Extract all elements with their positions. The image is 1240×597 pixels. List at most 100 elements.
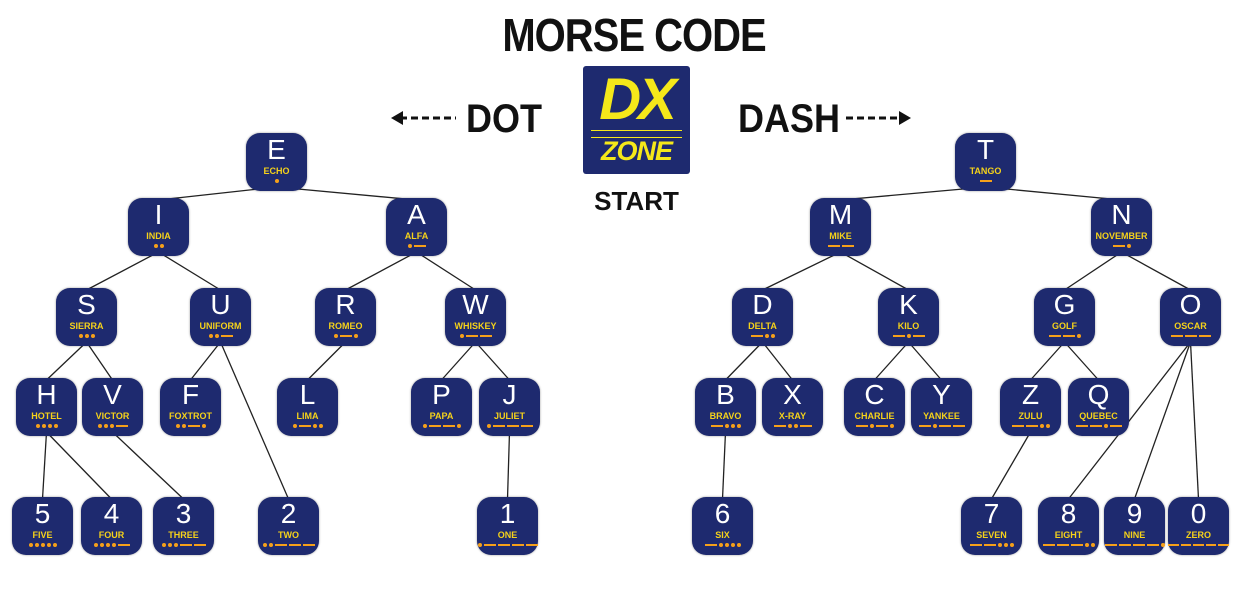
edge-R-L bbox=[307, 341, 346, 381]
morse-dot-icon bbox=[1003, 543, 1008, 547]
morse-dot-icon bbox=[268, 543, 273, 547]
edge-G-Q bbox=[1064, 341, 1099, 381]
edge-K-C bbox=[874, 341, 909, 381]
morse-dot-icon bbox=[41, 424, 46, 428]
node-word: ROMEO bbox=[328, 321, 363, 331]
morse-code-symbols bbox=[12, 542, 73, 548]
morse-dot-icon bbox=[35, 424, 40, 428]
node-letter: Q bbox=[1087, 379, 1110, 410]
morse-dot-icon bbox=[173, 543, 178, 547]
node-word: ZERO bbox=[1185, 530, 1211, 540]
morse-dash-icon bbox=[1193, 544, 1204, 546]
node-letter: 9 bbox=[1126, 498, 1143, 529]
morse-dot-icon bbox=[718, 543, 723, 547]
morse-dot-icon bbox=[997, 543, 1002, 547]
morse-code-symbols bbox=[955, 178, 1016, 184]
morse-code-symbols bbox=[160, 423, 221, 429]
node-letter: Z bbox=[1021, 379, 1040, 410]
morse-dash-icon bbox=[1168, 544, 1179, 546]
morse-dash-icon bbox=[1198, 335, 1211, 337]
node-letter: V bbox=[103, 379, 122, 410]
morse-dash-icon bbox=[179, 544, 192, 546]
morse-code-symbols bbox=[128, 243, 189, 249]
edge-K-Y bbox=[908, 341, 942, 381]
morse-code-symbols bbox=[277, 423, 338, 429]
morse-dot-icon bbox=[318, 424, 323, 428]
morse-dash-icon bbox=[1132, 544, 1145, 546]
morse-dot-icon bbox=[99, 543, 104, 547]
morse-dash-icon bbox=[413, 245, 426, 247]
node-letter: R bbox=[335, 289, 356, 320]
morse-dot-icon bbox=[787, 424, 792, 428]
morse-dot-icon bbox=[906, 334, 911, 338]
edge-A-W bbox=[416, 251, 476, 291]
morse-dot-icon bbox=[869, 424, 874, 428]
morse-dash-icon bbox=[799, 425, 812, 427]
node-letter: L bbox=[299, 379, 316, 410]
morse-dot-icon bbox=[730, 543, 735, 547]
morse-dash-icon bbox=[750, 335, 763, 337]
node-letter: S bbox=[77, 289, 96, 320]
morse-dot-icon bbox=[486, 424, 491, 428]
morse-code-symbols bbox=[56, 333, 117, 339]
morse-code-symbols bbox=[246, 178, 307, 184]
morse-dot-icon bbox=[477, 543, 482, 547]
morse-dash-icon bbox=[274, 544, 287, 546]
node-letter: H bbox=[36, 379, 57, 410]
node-word: WHISKEY bbox=[454, 321, 497, 331]
node-letter: Y bbox=[932, 379, 951, 410]
morse-code-symbols bbox=[386, 243, 447, 249]
morse-dash-icon bbox=[773, 425, 786, 427]
dxzone-logo: DX ZONE bbox=[583, 66, 690, 174]
morse-code-symbols bbox=[762, 423, 823, 429]
node-word: OSCAR bbox=[1174, 321, 1207, 331]
edge-A-R bbox=[345, 251, 417, 291]
morse-dash-icon bbox=[1218, 544, 1229, 546]
edge-M-K bbox=[840, 251, 909, 291]
morse-dash-icon bbox=[1112, 245, 1125, 247]
edge-H-4 bbox=[46, 431, 112, 500]
morse-dot-icon bbox=[1009, 543, 1014, 547]
edge-O-9 bbox=[1133, 341, 1192, 500]
morse-dot-icon bbox=[736, 543, 741, 547]
morse-code-symbols bbox=[961, 542, 1022, 548]
node-letter: K bbox=[899, 289, 918, 320]
node-letter: B bbox=[716, 379, 735, 410]
node-letter: 8 bbox=[1060, 498, 1077, 529]
node-word: ONE bbox=[497, 530, 518, 540]
morse-dot-icon bbox=[53, 424, 58, 428]
morse-dash-icon bbox=[465, 335, 478, 337]
node-word: PAPA bbox=[429, 411, 454, 421]
logo-dx-text: DX bbox=[599, 67, 677, 132]
morse-dot-icon bbox=[214, 334, 219, 338]
morse-dot-icon bbox=[40, 543, 45, 547]
morse-dash-icon bbox=[1180, 544, 1192, 546]
edge-S-H bbox=[46, 341, 87, 381]
right-dashed-arrow-icon bbox=[846, 111, 911, 125]
node-word: UNIFORM bbox=[199, 321, 242, 331]
morse-dash-icon bbox=[1042, 544, 1055, 546]
edge-I-U bbox=[158, 251, 221, 291]
node-letter: 1 bbox=[499, 498, 516, 529]
morse-dot-icon bbox=[730, 424, 735, 428]
edge-O-0 bbox=[1189, 341, 1200, 500]
morse-dot-icon bbox=[161, 543, 166, 547]
morse-dash-icon bbox=[492, 425, 505, 427]
morse-code-symbols bbox=[479, 423, 540, 429]
morse-dot-icon bbox=[90, 334, 95, 338]
morse-dash-icon bbox=[298, 425, 311, 427]
node-word: LIMA bbox=[296, 411, 319, 421]
morse-code-symbols bbox=[692, 542, 753, 548]
node-word: BRAVO bbox=[709, 411, 742, 421]
edge-N-O bbox=[1121, 251, 1191, 291]
